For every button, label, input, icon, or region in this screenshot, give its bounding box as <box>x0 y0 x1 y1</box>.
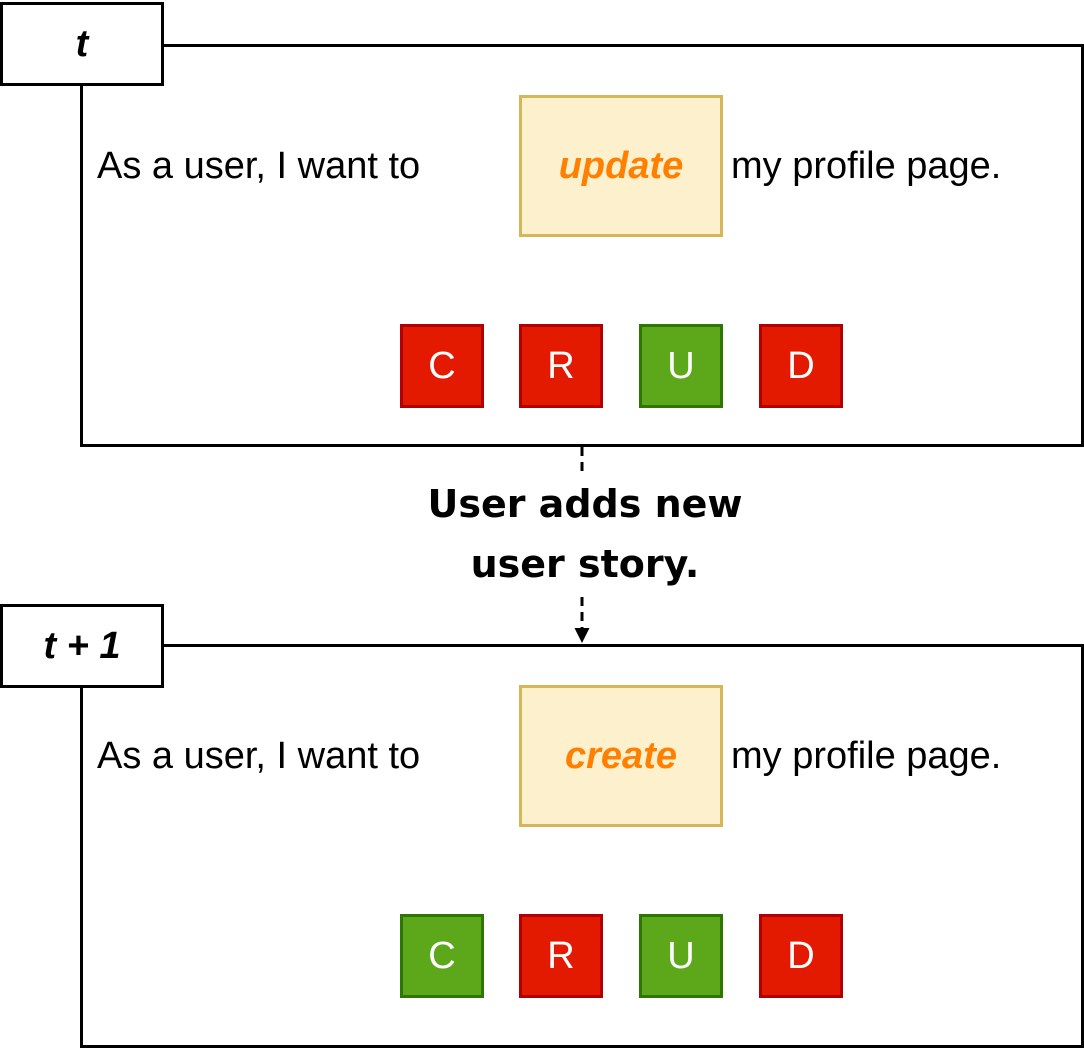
crud-c-box: C <box>400 914 484 998</box>
crud-u-box: U <box>639 324 723 408</box>
crud-d-box: D <box>759 324 843 408</box>
sentence-after: my profile page. <box>731 145 1002 187</box>
time-label-t-plus-1: t + 1 <box>0 604 164 688</box>
crud-r-box: R <box>519 324 603 408</box>
sentence-after: my profile page. <box>731 735 1002 777</box>
sentence-before: As a user, I want to <box>97 145 421 187</box>
transition-line-1: User adds new <box>427 482 743 526</box>
verb-box-create: create <box>519 685 723 827</box>
transition-line-2: user story. <box>470 542 700 586</box>
sentence-before: As a user, I want to <box>97 735 421 777</box>
crud-r-box: R <box>519 914 603 998</box>
transition-label: User adds new user story. <box>330 474 840 594</box>
crud-u-box: U <box>639 914 723 998</box>
time-label-t: t <box>0 2 164 86</box>
verb-box-update: update <box>519 95 723 237</box>
crud-c-box: C <box>400 324 484 408</box>
crud-d-box: D <box>759 914 843 998</box>
